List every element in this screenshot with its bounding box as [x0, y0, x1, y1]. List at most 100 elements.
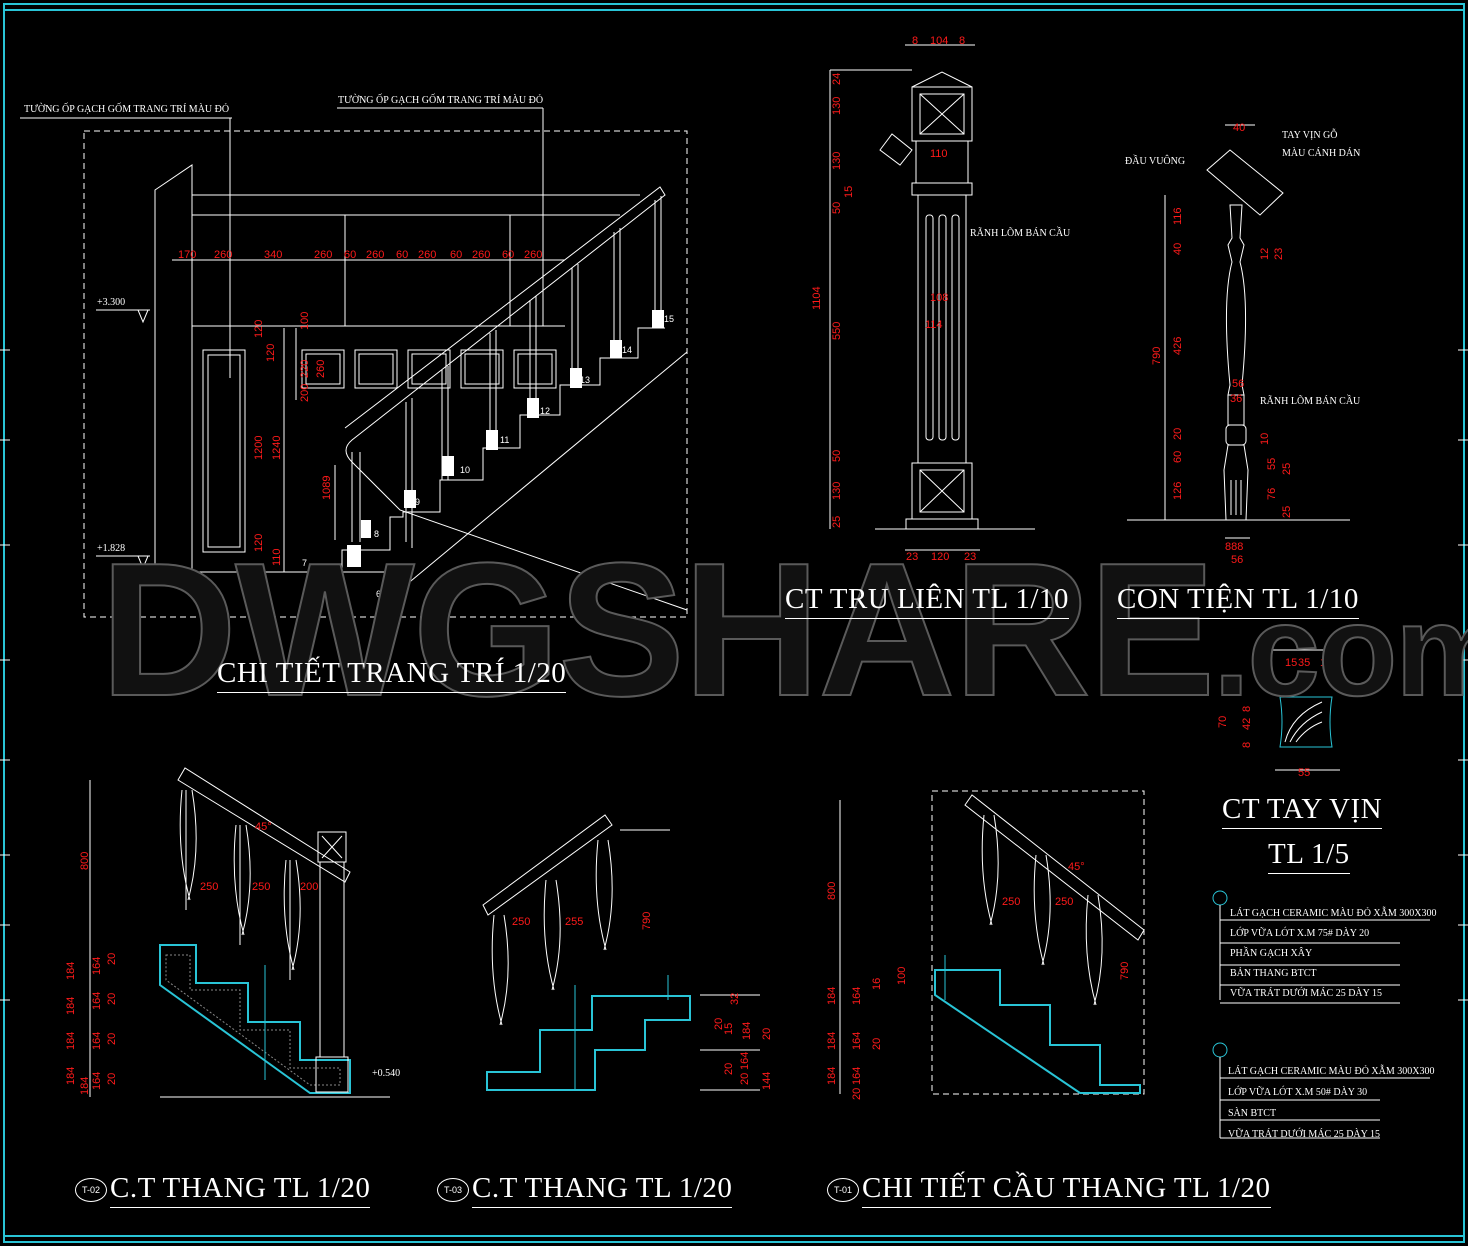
- title-decor-detail: CHI TIẾT TRANG TRÍ 1/20: [217, 657, 567, 693]
- dim-t02-left: 164: [91, 992, 103, 1010]
- dim-baluster-left: 126: [1172, 482, 1184, 500]
- dim-post-left: 130: [831, 152, 843, 170]
- dim-decor-top: 260: [366, 249, 384, 261]
- dim-decor-left: 260: [315, 360, 327, 378]
- dim-t03: 255: [565, 916, 583, 928]
- dim-post-left: 50: [831, 202, 843, 214]
- dim-decor-left: 110: [271, 548, 283, 566]
- note-wood-handrail: TAY VỊN GỖ: [1282, 130, 1338, 141]
- tag-t01: T-01: [827, 1178, 859, 1202]
- dim-t02-left: 184: [65, 962, 77, 980]
- dim-post-mid: 110: [930, 148, 948, 160]
- step-number: 15: [664, 314, 674, 324]
- title-handrail-scale: TL 1/5: [1268, 838, 1350, 874]
- dim-t02-top: 250: [200, 881, 218, 893]
- dim-post-top: 104: [930, 35, 948, 47]
- dim-t03: 250: [512, 916, 530, 928]
- dim-t02-left: 164: [91, 957, 103, 975]
- dim-decor-top: 260: [472, 249, 490, 261]
- dim-handrail: 70: [1217, 716, 1229, 728]
- note-groove-1: RÃNH LÕM BÁN CẦU: [970, 228, 1071, 239]
- sheet-frame: [3, 3, 1465, 1243]
- dim-handrail: 35: [1298, 657, 1310, 669]
- legend-lines: [1212, 890, 1430, 1139]
- dim-decor-left: 220: [299, 360, 311, 378]
- tag-t03: T-03: [437, 1178, 469, 1202]
- dim-decor-top: 340: [264, 249, 282, 261]
- title-stair-detail: CHI TIẾT CẦU THANG TL 1/20: [862, 1172, 1271, 1208]
- dim-baluster-right: 10: [1259, 433, 1271, 445]
- dim-handrail: 15: [1320, 657, 1332, 669]
- dim-t01: 800: [826, 882, 838, 900]
- dim-post-top: 8: [912, 35, 918, 47]
- dim-handrail: 15: [1285, 657, 1297, 669]
- dim-baluster-mid: 56: [1232, 378, 1244, 390]
- dim-t01: 184: [826, 1067, 838, 1085]
- dim-t03: 790: [641, 912, 653, 930]
- frame-ticks: [0, 349, 1468, 1001]
- decor-level-markers: [20, 107, 543, 570]
- dim-decor-top: 260: [314, 249, 332, 261]
- legend-item: LÁT GẠCH CERAMIC MÀU ĐỎ XẪM 300X300: [1230, 908, 1437, 919]
- dim-baluster-left: 790: [1151, 347, 1163, 365]
- dim-post-left: 130: [831, 97, 843, 115]
- dim-decor-left: 120: [265, 344, 277, 362]
- dim-t01-angle: 45°: [1068, 861, 1085, 873]
- note-veneer-color: MÀU CÁNH DÁN: [1282, 148, 1361, 159]
- dim-post-top: 8: [959, 35, 965, 47]
- dim-baluster-right: 23: [1273, 248, 1285, 260]
- dim-t01: 790: [1119, 962, 1131, 980]
- dim-decor-top: 260: [214, 249, 232, 261]
- watermark-main: DWGSHARE: [99, 524, 1216, 736]
- dim-post-left: 15: [843, 186, 855, 198]
- dim-t01: 20: [871, 1038, 883, 1050]
- legend-item: VỮA TRÁT DƯỚI MÁC 25 DÀY 15: [1230, 988, 1383, 999]
- dim-baluster-bottom: 56: [1231, 554, 1243, 566]
- dim-decor-top: 60: [502, 249, 514, 261]
- decor-elevation: [83, 108, 688, 618]
- dim-t02-top: 250: [252, 881, 270, 893]
- dim-decor-left: 120: [253, 320, 265, 338]
- handrail-section: [1270, 649, 1340, 771]
- dim-t01: 184: [826, 987, 838, 1005]
- newel-post-elevation: [829, 44, 1035, 551]
- dim-t03: 20: [739, 1073, 751, 1085]
- dim-baluster-right: 55: [1266, 458, 1278, 470]
- dim-t02-left: 20: [106, 993, 118, 1005]
- dim-handrail: 42: [1241, 718, 1253, 730]
- dim-decor-top: 60: [396, 249, 408, 261]
- title-stair-t02: C.T THANG TL 1/20: [110, 1172, 371, 1208]
- dim-baluster-left: 426: [1172, 337, 1184, 355]
- stair-section-t01: [839, 790, 1145, 1095]
- legend-item: LỚP VỮA LÓT X.M 75# DÀY 20: [1230, 928, 1370, 939]
- dim-decor-top: 260: [418, 249, 436, 261]
- step-number: 8: [374, 529, 379, 539]
- dim-post-left: 1104: [811, 286, 823, 310]
- dim-post-bottom: 23: [964, 551, 976, 563]
- step-number: 6: [376, 589, 381, 599]
- dim-decor-left: 1240: [271, 436, 283, 460]
- dim-handrail: 55: [1298, 767, 1310, 779]
- dim-post-left: 550: [831, 322, 843, 340]
- dim-baluster-left: 116: [1172, 207, 1184, 225]
- dim-baluster-left: 20: [1172, 428, 1184, 440]
- dim-decor-left: 100: [299, 312, 311, 330]
- dim-baluster-top: 40: [1233, 122, 1245, 134]
- dim-t02-left: 184: [79, 1077, 91, 1095]
- dim-t01: 16: [871, 978, 883, 990]
- dim-t02-left: 20: [106, 1073, 118, 1085]
- dim-t03: 20: [713, 1018, 725, 1030]
- watermark-suffix: .com: [1212, 577, 1468, 723]
- dim-t03: 184: [741, 1022, 753, 1040]
- dim-decor-left: 1200: [253, 436, 265, 460]
- dim-baluster-right: 12: [1259, 248, 1271, 260]
- dim-t01: 164: [851, 987, 863, 1005]
- dim-baluster-right: 25: [1281, 506, 1293, 518]
- dim-post-mid: 114: [925, 319, 943, 331]
- dim-t03: 20: [723, 1063, 735, 1075]
- step-number: 12: [540, 406, 550, 416]
- dim-t03: 32: [729, 993, 741, 1005]
- step-number: 10: [460, 465, 470, 475]
- legend-item: LÁT GẠCH CERAMIC MÀU ĐỎ XẪM 300X300: [1228, 1066, 1435, 1077]
